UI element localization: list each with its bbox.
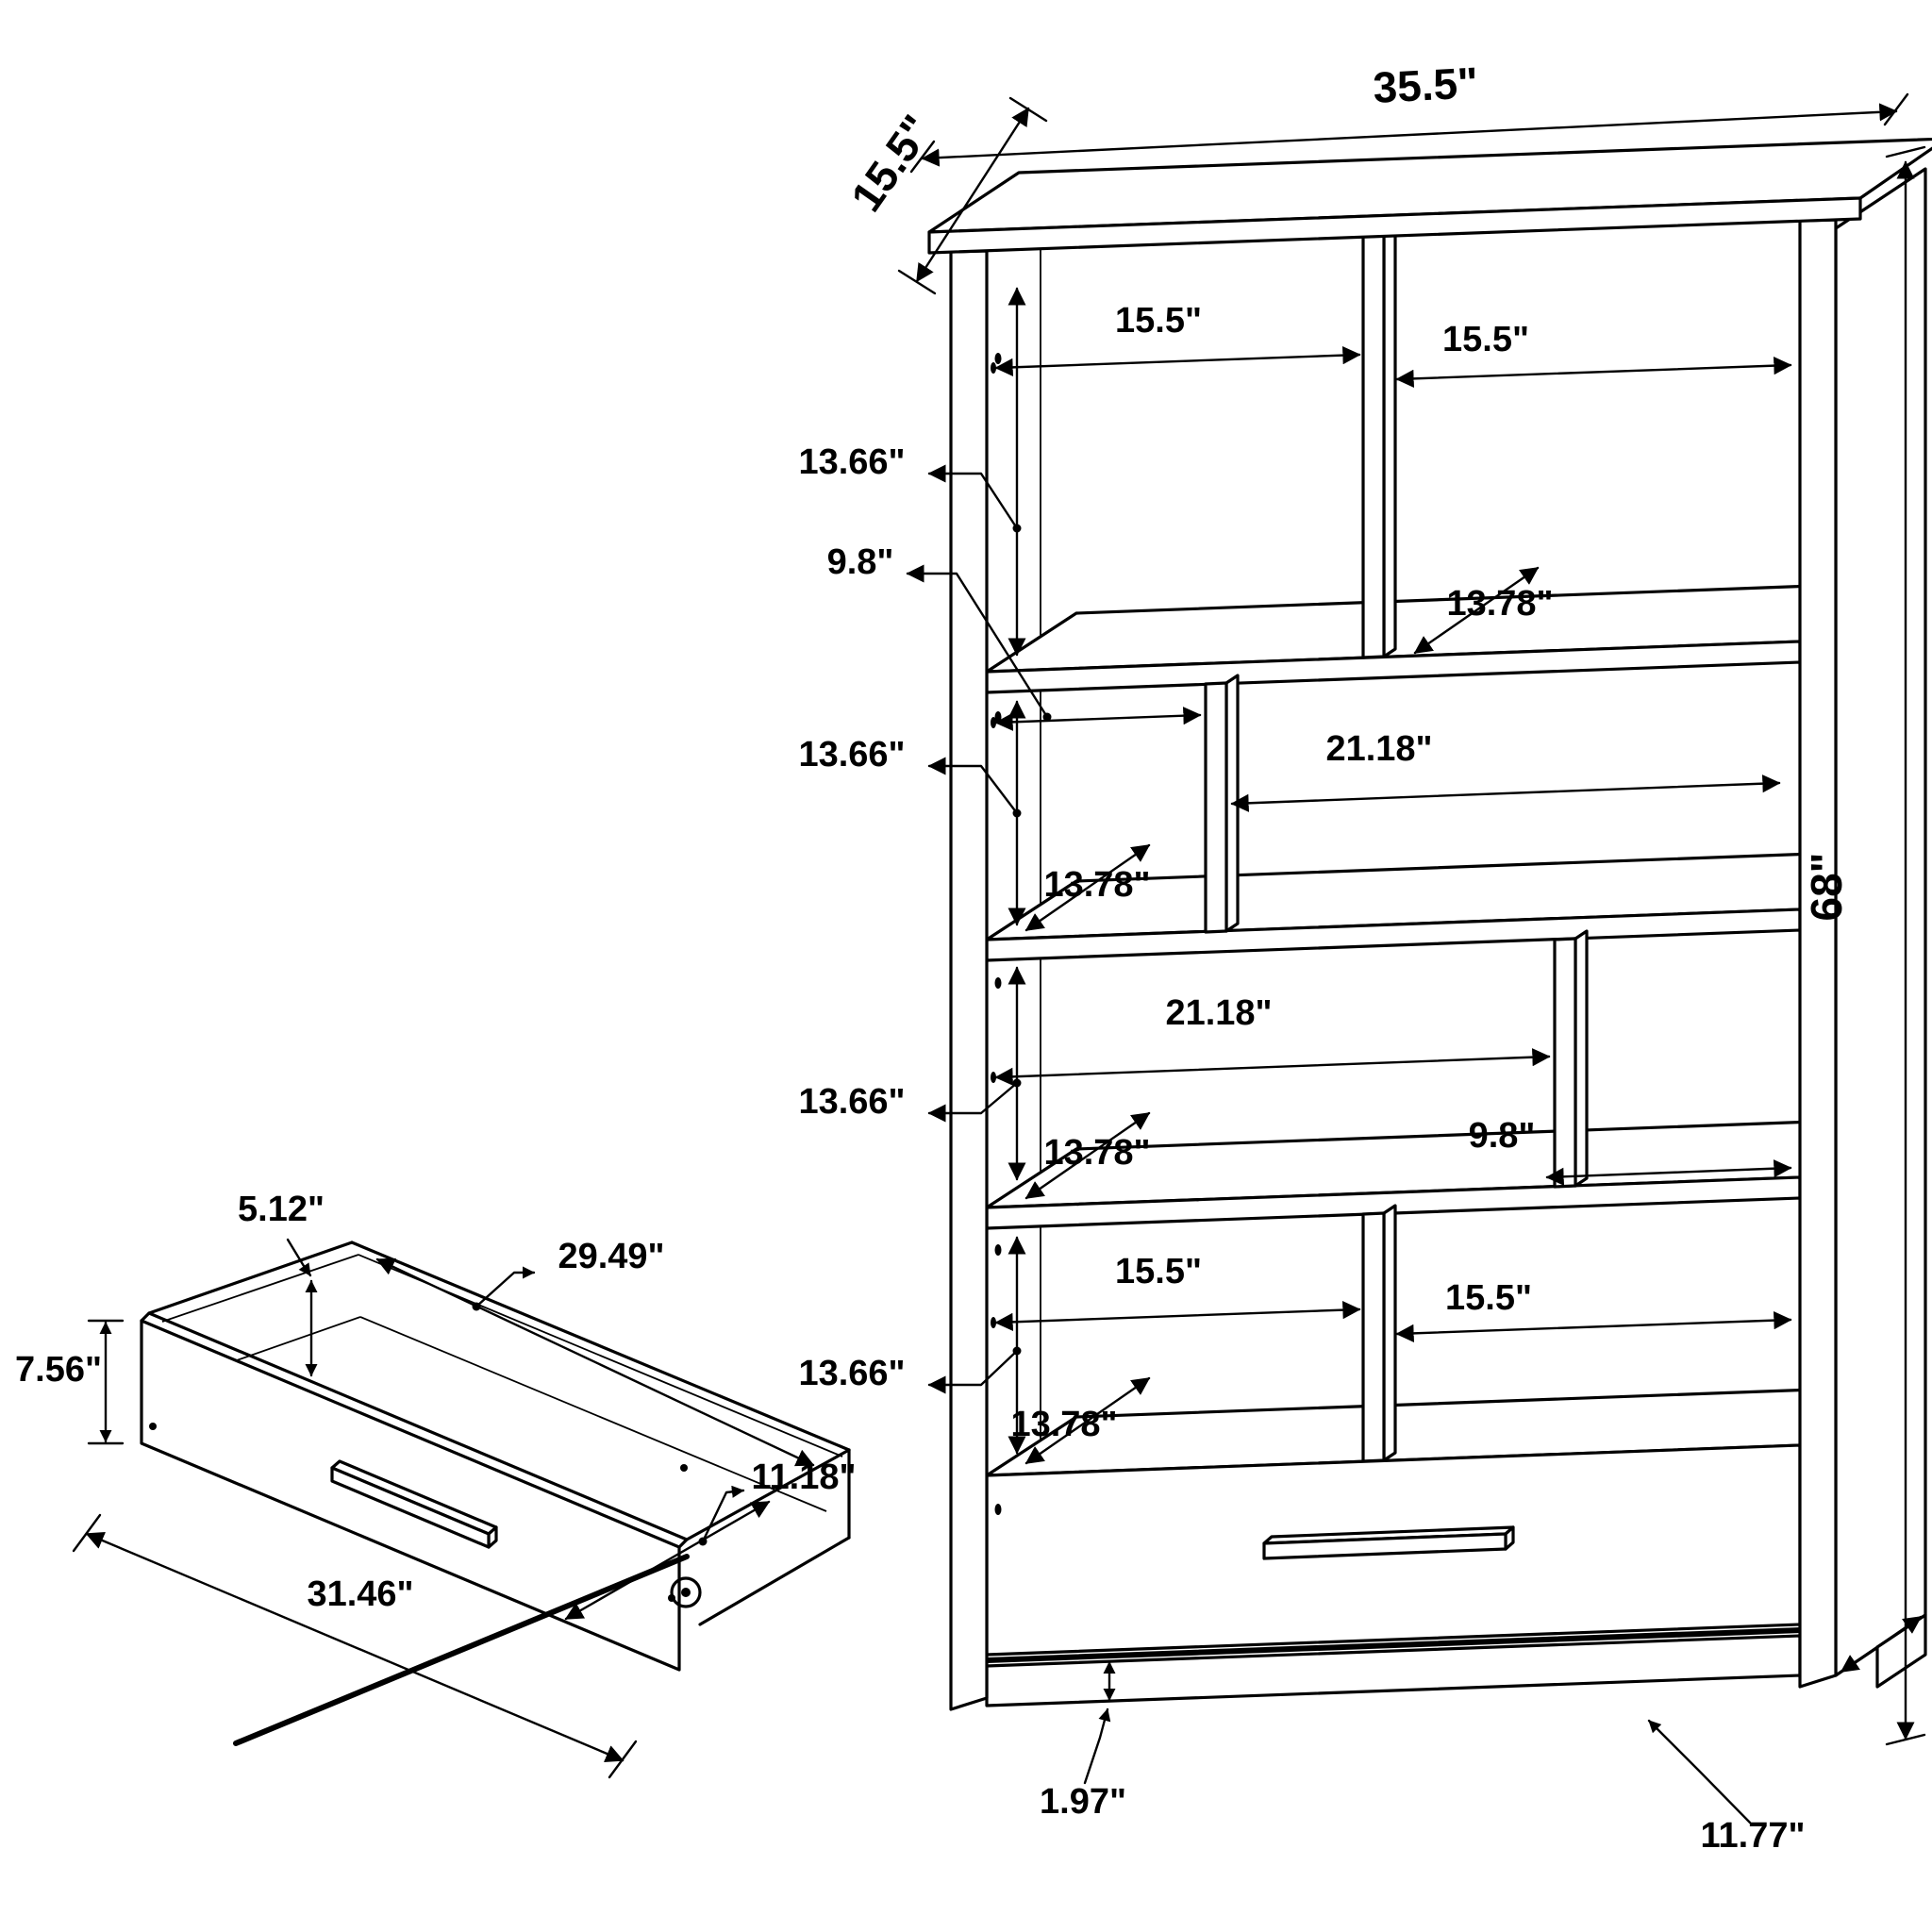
leader-drawer-inner-width: [701, 1485, 745, 1543]
dim-label-row3-shelf-depth: 13.78": [1043, 1133, 1150, 1173]
dim-label-drawer-inner-height: 5.12": [238, 1190, 325, 1229]
dim-label-drawer-inner-length: 29.49": [558, 1237, 664, 1276]
dim-line-row1-left: [994, 346, 1361, 376]
drawer-slab-edge: [698, 1536, 851, 1626]
dim-label-top-width: 35.5": [1372, 58, 1479, 112]
leader-row3-height: [927, 1081, 1019, 1123]
dim-label-row2-right-width: 21.18": [1325, 729, 1432, 769]
dim-line-row2-right: [1230, 774, 1781, 812]
dim-label-row2-height: 13.66": [798, 735, 905, 774]
dim-label-row4-shelf-depth: 13.78": [1010, 1405, 1117, 1444]
dim-label-row4-right-width: 15.5": [1445, 1278, 1532, 1318]
dim-line-drawer-inner-length: [375, 1257, 815, 1467]
dim-line-top-width: [921, 103, 1898, 167]
divider-row1: [1361, 226, 1397, 659]
divider-row4: [1361, 1204, 1397, 1463]
dim-line-row3-left: [994, 1048, 1551, 1086]
dim-label-drawer-front-height: 7.56": [15, 1350, 102, 1390]
dim-line-base-depth: [1840, 1615, 1923, 1674]
dim-line-row1-shelf-depth: [1413, 566, 1540, 655]
dim-line-row3-right: [1545, 1159, 1792, 1186]
leader-row1-height: [927, 464, 1019, 530]
dim-label-base-depth: 11.77": [1700, 1816, 1805, 1856]
dim-label-top-depth: 15.5": [841, 106, 941, 220]
dim-line-row1-right: [1395, 357, 1792, 388]
leader-row2-height: [927, 757, 1019, 815]
dim-line-row4-shelf-depth: [1024, 1376, 1151, 1465]
left-post: [949, 249, 989, 1711]
dim-label-row3-right-width: 9.8": [1469, 1116, 1536, 1156]
leader-base-depth: [1647, 1719, 1752, 1824]
dim-line-top-depth: [915, 107, 1030, 283]
dim-label-base-clearance: 1.97": [1040, 1782, 1126, 1822]
dim-label-row1-shelf-depth: 13.78": [1446, 584, 1553, 624]
drawer-left-wall-top: [147, 1241, 354, 1315]
dim-label-row3-left-width: 21.18": [1165, 993, 1272, 1033]
divider-row3: [1553, 929, 1589, 1189]
dim-line-drawer-outer-length: [85, 1532, 625, 1762]
dim-label-overall-height: 68": [1802, 853, 1851, 922]
dim-label-drawer-outer-length: 31.46": [307, 1574, 413, 1614]
leader-row2-left-width: [906, 564, 1049, 719]
leader-base-clearance: [1083, 1707, 1111, 1785]
drawer-left-wall-inner: [161, 1254, 359, 1323]
drawer-slide-rail: [233, 1554, 690, 1746]
dim-label-row1-left-width: 15.5": [1115, 301, 1202, 341]
leader-drawer-inner-length: [475, 1266, 536, 1308]
caster-hub: [681, 1588, 691, 1597]
bookcase-drawer-front: [984, 1443, 1803, 1707]
dim-label-row1-right-width: 15.5": [1442, 320, 1529, 359]
dim-line-row2-left: [994, 707, 1202, 731]
dim-line-row3-shelf-depth: [1024, 1111, 1151, 1200]
right-post: [1798, 218, 1838, 1689]
drawer-gap-shadow: [984, 1627, 1803, 1663]
bookcase-drawer-handle: [1262, 1525, 1515, 1560]
dim-line-row4-right: [1395, 1311, 1792, 1342]
right-side-panel: [1834, 167, 1927, 1677]
dim-label-row4-left-width: 15.5": [1115, 1252, 1202, 1291]
leader-drawer-inner-height: [286, 1238, 312, 1277]
leader-row4-height: [927, 1349, 1019, 1394]
dim-label-row2-left-width: 9.8": [827, 542, 894, 582]
dim-label-row4-height: 13.66": [798, 1354, 905, 1393]
dim-label-row1-height: 13.66": [798, 442, 905, 482]
dimension-lines: [72, 92, 1926, 1824]
dim-line-row4-left: [994, 1301, 1361, 1331]
bookcase: [927, 137, 1932, 1711]
dim-label-row3-height: 13.66": [798, 1082, 905, 1122]
drawer-detail: [140, 1241, 851, 1746]
dim-label-row2-shelf-depth: 13.78": [1043, 865, 1150, 905]
dim-line-row2-shelf-depth: [1024, 843, 1151, 932]
dim-label-drawer-inner-width: 11.18": [751, 1457, 856, 1497]
